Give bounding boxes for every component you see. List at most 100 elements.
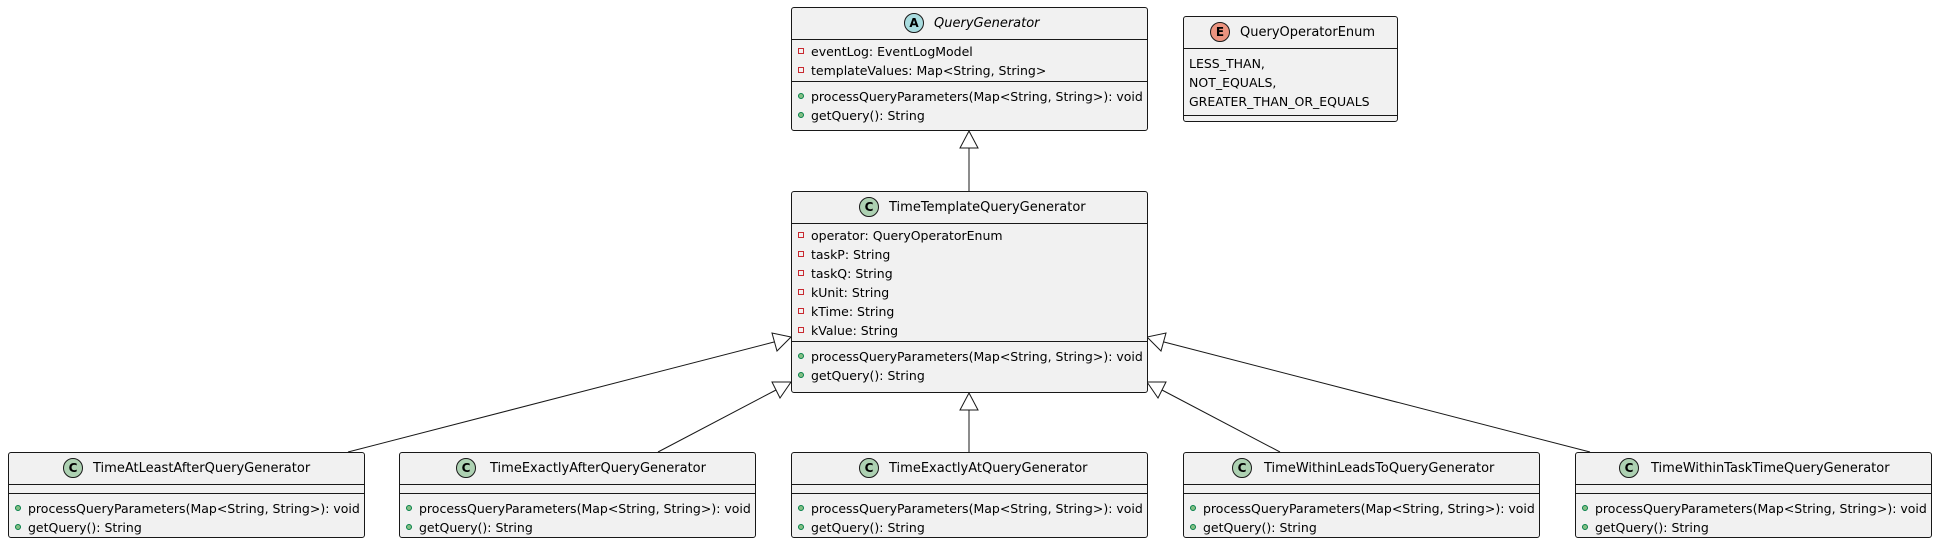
class-header: C TimeExactlyAfterQueryGenerator [400,453,755,484]
arrowhead-withintasktime [1145,332,1167,352]
private-visibility-icon [798,48,804,54]
private-visibility-icon [798,289,804,295]
public-visibility-icon [798,524,804,530]
public-visibility-icon [15,524,21,530]
method-text: getQuery(): String [811,108,925,123]
fields-section [792,484,1147,493]
arrowhead-atleastafter [771,332,793,352]
fields-section [9,484,364,493]
field-text: kUnit: String [811,285,890,300]
class-timeexactlyatquerygenerator[interactable]: C TimeExactlyAtQueryGenerator processQue… [791,452,1148,538]
field: templateValues: Map<String, String> [792,61,1147,80]
method: processQueryParameters(Map<String, Strin… [792,87,1147,106]
field-text: kValue: String [811,323,899,338]
method: getQuery(): String [9,518,364,537]
abstract-class-icon: A [904,13,924,33]
method: processQueryParameters(Map<String, Strin… [792,499,1147,518]
public-visibility-icon [1582,505,1588,511]
class-name: QueryGenerator [934,16,1040,31]
arrowhead-exactlyafter [771,381,792,399]
methods-section: processQueryParameters(Map<String, Strin… [792,81,1147,125]
field-text: operator: QueryOperatorEnum [811,228,1003,243]
public-visibility-icon [1582,524,1588,530]
method-text: processQueryParameters(Map<String, Strin… [419,501,751,516]
class-header: C TimeExactlyAtQueryGenerator [792,453,1147,484]
class-header: C TimeWithinLeadsToQueryGenerator [1184,453,1539,484]
field-text: taskQ: String [811,266,893,281]
public-visibility-icon [406,505,412,511]
enum-value: LESS_THAN, [1189,56,1265,71]
method-text: getQuery(): String [811,520,925,535]
enum-values-section: LESS_THAN, NOT_EQUALS, GREATER_THAN_OR_E… [1184,48,1397,115]
class-timeatleastafterquerygenerator[interactable]: C TimeAtLeastAfterQueryGenerator process… [8,452,365,538]
method-text: getQuery(): String [1595,520,1709,535]
method: getQuery(): String [792,366,1147,385]
private-visibility-icon [798,67,804,73]
private-visibility-icon [798,327,804,333]
method-text: processQueryParameters(Map<String, Strin… [1595,501,1927,516]
class-name: TimeExactlyAtQueryGenerator [889,461,1088,476]
class-name: TimeExactlyAfterQueryGenerator [490,461,706,476]
method: processQueryParameters(Map<String, Strin… [9,499,364,518]
method: processQueryParameters(Map<String, Strin… [1184,499,1539,518]
field: kUnit: String [792,283,1147,302]
class-timeexactlyafterquerygenerator[interactable]: C TimeExactlyAfterQueryGenerator process… [399,452,756,538]
class-icon: C [1619,458,1639,478]
class-name: TimeTemplateQueryGenerator [889,200,1086,215]
enum-name: QueryOperatorEnum [1240,25,1376,40]
fields-section [1576,484,1931,493]
method-text: getQuery(): String [419,520,533,535]
public-visibility-icon [15,505,21,511]
methods-section: processQueryParameters(Map<String, Strin… [1184,493,1539,537]
methods-section: processQueryParameters(Map<String, Strin… [9,493,364,537]
class-icon: C [859,458,879,478]
class-timetemplatequerygenerator[interactable]: C TimeTemplateQueryGenerator operator: Q… [791,191,1148,393]
public-visibility-icon [1190,505,1196,511]
field: kValue: String [792,321,1147,340]
class-name: TimeAtLeastAfterQueryGenerator [93,461,311,476]
edge-withintasktime [1163,341,1591,453]
method: getQuery(): String [792,106,1147,125]
method: processQueryParameters(Map<String, Strin… [792,347,1147,366]
method: getQuery(): String [792,518,1147,537]
field-text: templateValues: Map<String, String> [811,63,1047,78]
field-text: eventLog: EventLogModel [811,44,973,59]
arrowhead-withinleadsto [1146,381,1167,399]
method-text: getQuery(): String [28,520,142,535]
field-text: taskP: String [811,247,891,262]
public-visibility-icon [798,505,804,511]
public-visibility-icon [798,112,804,118]
class-icon: C [456,458,476,478]
methods-section: processQueryParameters(Map<String, Strin… [792,493,1147,537]
private-visibility-icon [798,308,804,314]
class-timewithinleadstoquerygenerator[interactable]: C TimeWithinLeadsToQueryGenerator proces… [1183,452,1540,538]
enum-value: GREATER_THAN_OR_EQUALS [1189,94,1370,109]
field-text: kTime: String [811,304,895,319]
arrowhead-exactlyat [959,391,979,411]
method-text: processQueryParameters(Map<String, Strin… [1203,501,1535,516]
public-visibility-icon [1190,524,1196,530]
method-text: processQueryParameters(Map<String, Strin… [811,501,1143,516]
field: taskP: String [792,245,1147,264]
class-name: TimeWithinTaskTimeQueryGenerator [1651,461,1890,476]
method: processQueryParameters(Map<String, Strin… [1576,499,1931,518]
arrowhead-querygenerator [959,129,979,149]
enum-empty-section [1184,115,1397,124]
class-querygenerator[interactable]: A QueryGenerator eventLog: EventLogModel… [791,7,1148,131]
fields-section [1184,484,1539,493]
method-text: processQueryParameters(Map<String, Strin… [811,349,1143,364]
methods-section: processQueryParameters(Map<String, Strin… [1576,493,1931,537]
method: getQuery(): String [1576,518,1931,537]
class-timewithintasktimequerygenerator[interactable]: C TimeWithinTaskTimeQueryGenerator proce… [1575,452,1932,538]
method: getQuery(): String [1184,518,1539,537]
fields-section: eventLog: EventLogModel templateValues: … [792,39,1147,81]
edge-atleastafter [347,341,775,453]
private-visibility-icon [798,270,804,276]
public-visibility-icon [798,372,804,378]
class-header: C TimeTemplateQueryGenerator [792,192,1147,223]
enum-queryoperatorenum[interactable]: E QueryOperatorEnum LESS_THAN, NOT_EQUAL… [1183,16,1398,122]
class-header: A QueryGenerator [792,8,1147,39]
edge-withinleadsto [1161,389,1281,453]
fields-section [400,484,755,493]
